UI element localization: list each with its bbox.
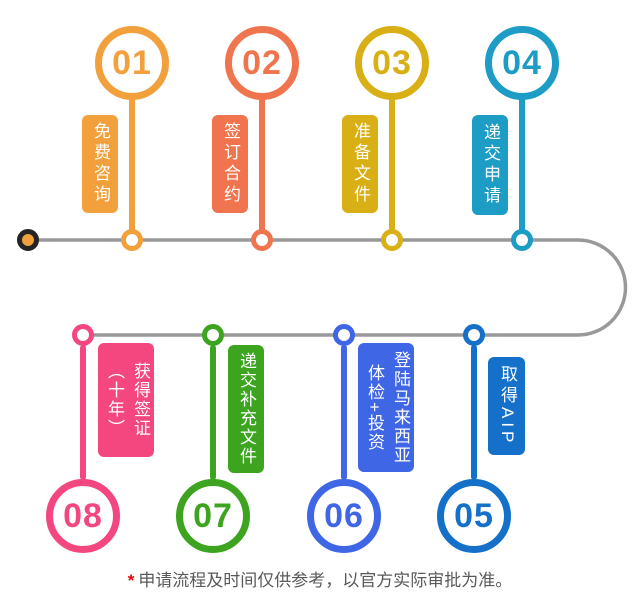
step-07-number-circle: 07 [176,479,250,553]
step-03-number-circle: 03 [355,26,429,100]
step-03-label-text: 准备文件 [351,122,370,206]
step-03-number: 03 [372,43,412,82]
step-04-label: 递交申请 [472,115,508,215]
step-08-stem [80,345,86,480]
step-08-label: 获得签证 （十年） [98,343,154,457]
step-08-label-text: 获得签证 [131,362,150,438]
step-04-label-text: 递交申请 [481,123,500,207]
step-06-label: 登陆马来西亚 体检+投资 [358,343,414,472]
step-03-label: 准备文件 [342,115,378,213]
step-03-node [381,229,403,251]
step-04-number-circle: 04 [485,26,559,100]
step-08-number-circle: 08 [46,479,120,553]
step-02-number-circle: 02 [225,26,299,100]
step-06-number-circle: 06 [307,479,381,553]
disclaimer-text: 申请流程及时间仅供参考，以官方实际审批为准。 [138,571,513,590]
step-02-label: 签订合约 [212,115,248,213]
step-01-number-circle: 01 [95,26,169,100]
step-07-label: 递交补充文件 [228,345,264,473]
step-06-stem [341,345,347,480]
step-03-stem [389,97,395,232]
step-05-label: 取得AIP [488,357,525,455]
step-01-label-text: 免费咨询 [91,122,110,206]
step-07-number: 07 [193,496,233,535]
start-dot [17,229,39,251]
step-01-node [121,229,143,251]
step-06-node [333,324,355,346]
step-05-label-text: 取得AIP [498,365,517,447]
step-08-node [72,324,94,346]
step-01-label: 免费咨询 [82,115,118,213]
step-04-number: 04 [502,43,542,82]
step-06-number: 06 [324,496,364,535]
step-06-label-text: 登陆马来西亚 [391,350,410,465]
asterisk-mark: * [127,571,135,590]
step-08-number: 08 [63,496,103,535]
step-05-number: 05 [454,496,494,535]
step-05-node [463,324,485,346]
step-04-stem [519,97,525,232]
disclaimer-note: *申请流程及时间仅供参考，以官方实际审批为准。 [0,566,640,591]
step-02-stem [259,97,265,232]
step-07-stem [210,345,216,480]
step-02-label-text: 签订合约 [221,122,240,206]
step-05-stem [471,345,477,480]
step-01-number: 01 [112,43,152,82]
step-02-node [251,229,273,251]
step-05-number-circle: 05 [437,479,511,553]
step-07-node [202,324,224,346]
step-04-node [511,229,533,251]
timeline-path [28,238,628,337]
step-02-number: 02 [242,43,282,82]
step-07-label-text: 递交补充文件 [237,352,256,466]
step-01-stem [129,97,135,232]
